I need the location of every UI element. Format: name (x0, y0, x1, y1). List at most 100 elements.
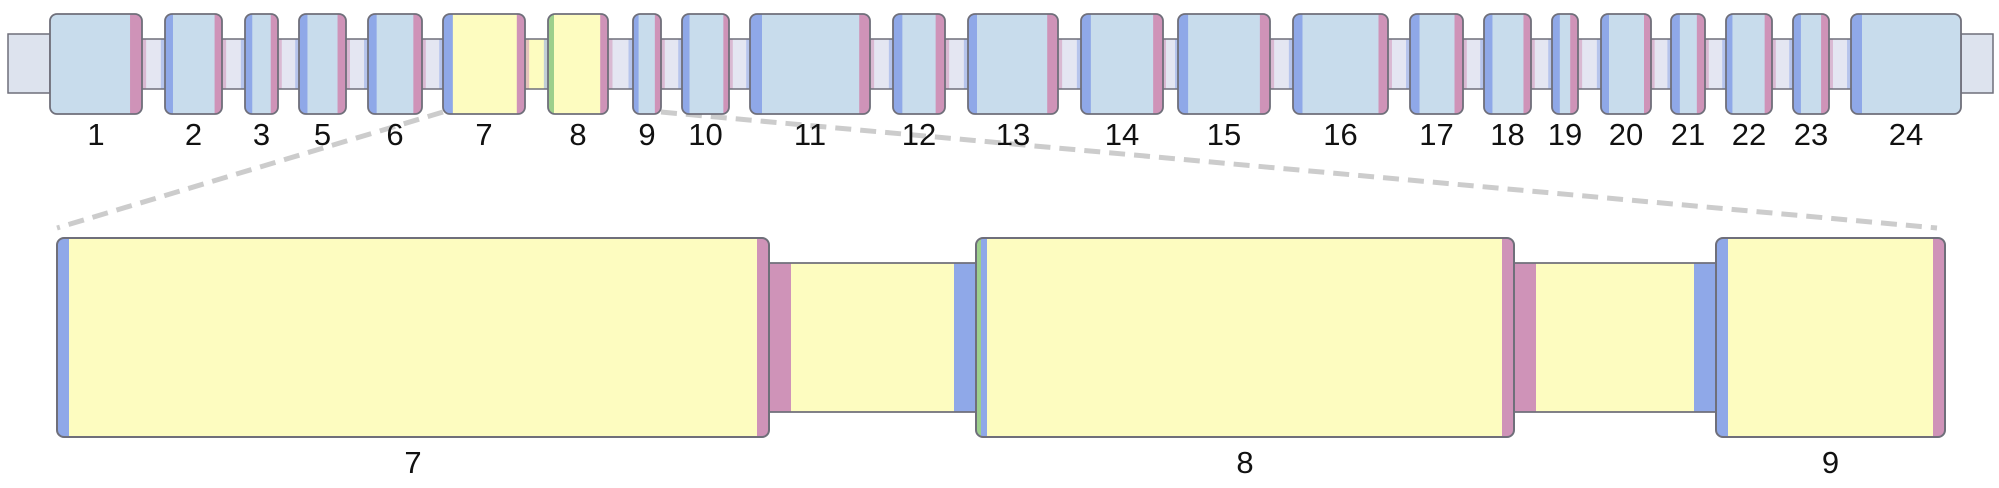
exon-12 (892, 13, 946, 115)
exon-label: 12 (902, 117, 936, 152)
exon-label: 22 (1732, 117, 1766, 152)
acceptor-band (1726, 14, 1733, 114)
intron-connector (945, 38, 968, 90)
acceptor-band (1081, 14, 1091, 114)
donor-band (270, 14, 278, 114)
exon-21 (1670, 13, 1706, 115)
acceptor-band (981, 238, 987, 437)
exon-11 (749, 13, 871, 115)
exon-label: 2 (185, 117, 202, 152)
exon-label: 11 (794, 117, 826, 152)
exon-2 (164, 13, 223, 115)
intron-connector (1651, 38, 1671, 90)
acceptor-band (1552, 14, 1560, 114)
exon-8 (547, 13, 609, 115)
track-left-flank (7, 33, 51, 94)
acceptor-band (750, 14, 762, 114)
overview-track (7, 33, 1994, 94)
acceptor-band (165, 14, 173, 114)
exon-label: 21 (1671, 117, 1705, 152)
donor-band (1259, 14, 1270, 114)
intron-connector (1705, 38, 1726, 90)
exon-label: 10 (688, 117, 722, 152)
donor-band (935, 14, 945, 114)
intron-connector (1531, 38, 1552, 90)
donor-band (859, 14, 870, 114)
intron-connector (346, 38, 368, 90)
exon-14 (1080, 13, 1164, 115)
zoom-exon-8 (975, 237, 1515, 438)
intron-connector (525, 38, 548, 90)
acceptor-band (633, 14, 639, 114)
donor-band (600, 14, 608, 114)
acceptor-band (1671, 14, 1680, 114)
intron-connector (278, 38, 299, 90)
intron-connector (222, 38, 245, 90)
acceptor-band (1851, 14, 1862, 114)
acceptor-band (548, 14, 554, 114)
acceptor-band (1178, 14, 1189, 114)
intron-connector (1270, 38, 1293, 90)
exon-20 (1600, 13, 1652, 115)
donor-band (723, 14, 729, 114)
exon-6 (367, 13, 423, 115)
exon-label: 6 (386, 117, 403, 152)
exon-23 (1792, 13, 1830, 115)
exon-label: 9 (638, 117, 655, 152)
intron-connector (1163, 38, 1178, 90)
acceptor-band (1410, 14, 1420, 114)
intron-connector (661, 38, 682, 90)
acceptor-band (1793, 14, 1801, 114)
donor-band (1523, 14, 1531, 114)
donor-band (1696, 14, 1705, 114)
exon-1 (49, 13, 143, 115)
donor-band (1933, 238, 1945, 437)
exon-label: 7 (475, 117, 492, 152)
acceptor-band (1484, 14, 1493, 114)
zoom-connector-left (56, 109, 444, 231)
intron-connector (1829, 38, 1851, 90)
exon-17 (1409, 13, 1464, 115)
acceptor-band (1601, 14, 1609, 114)
exon-label: 16 (1323, 117, 1357, 152)
exon-15 (1177, 13, 1271, 115)
donor-band (1047, 14, 1058, 114)
zoom-exon-9 (1715, 237, 1946, 438)
donor-band (130, 14, 142, 114)
exon-label: 24 (1889, 117, 1923, 152)
donor-band (516, 14, 525, 114)
exon-9 (632, 13, 662, 115)
acceptor-band (682, 14, 690, 114)
donor-band (1502, 238, 1514, 437)
exon-label: 17 (1419, 117, 1453, 152)
exon-10 (681, 13, 730, 115)
intron-connector (1388, 38, 1410, 90)
intron-connector (1058, 38, 1081, 90)
exon-7 (442, 13, 526, 115)
exon-3 (244, 13, 279, 115)
exon-22 (1725, 13, 1773, 115)
acceptor-band (893, 14, 903, 114)
intron-connector (1463, 38, 1484, 90)
donor-band (214, 14, 222, 114)
exon-label: 1 (87, 117, 104, 152)
exon-label: 3 (253, 117, 270, 152)
acceptor-band (968, 14, 977, 114)
acceptor-band (299, 14, 308, 114)
acceptor-band (368, 14, 377, 114)
donor-band (1153, 14, 1163, 114)
donor-band (757, 238, 769, 437)
exon-label: 14 (1105, 117, 1139, 152)
zoom-exon-label: 9 (1822, 445, 1839, 480)
donor-band (1821, 14, 1829, 114)
acceptor-band (1716, 238, 1728, 437)
exon-label: 15 (1207, 117, 1241, 152)
exon-24 (1850, 13, 1962, 115)
exon-5 (298, 13, 347, 115)
intron-connector (142, 38, 165, 90)
zoom-exon-7 (56, 237, 770, 438)
intron-connector (1772, 38, 1793, 90)
exon-label: 13 (996, 117, 1030, 152)
